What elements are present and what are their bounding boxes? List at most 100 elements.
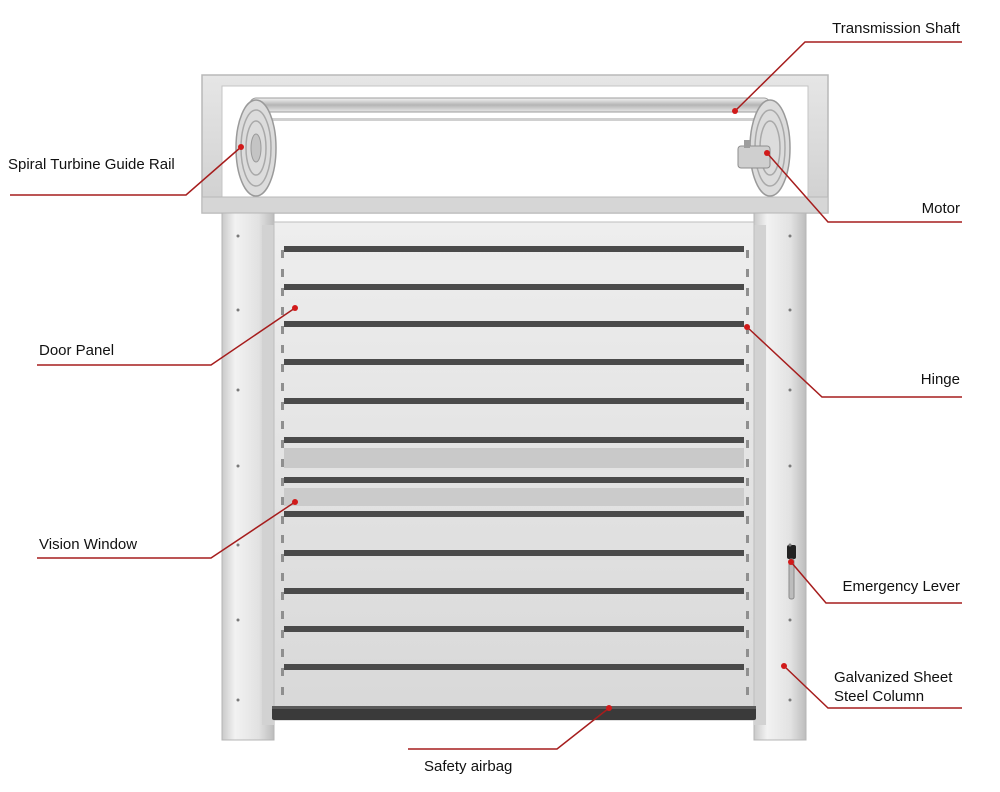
rivet [788, 464, 792, 468]
dot-galvanized-column [781, 663, 787, 669]
hinge-mark [746, 668, 749, 676]
hinge-mark [281, 364, 284, 372]
label-hinge: Hinge [920, 371, 960, 388]
rivet [236, 618, 240, 622]
hinge-mark [746, 364, 749, 372]
leader-hinge [746, 326, 962, 398]
door-panel [273, 221, 755, 721]
dot-vision-window [292, 499, 298, 505]
column-rivets [236, 234, 792, 702]
dot-emergency-lever [788, 559, 794, 565]
leader-vision-window [37, 501, 296, 559]
rivet [236, 388, 240, 392]
hinge-mark [746, 535, 749, 543]
dot-safety-airbag [606, 705, 612, 711]
hinge-mark [281, 649, 284, 657]
hinge-mark [281, 687, 284, 695]
label-door-panel: Door Panel [39, 342, 115, 359]
safety-airbag [272, 706, 756, 720]
rivet [788, 388, 792, 392]
rivet [236, 308, 240, 312]
hinge-mark [281, 440, 284, 448]
hinge-mark [281, 611, 284, 619]
dot-motor [764, 150, 770, 156]
hinge-mark [281, 421, 284, 429]
door-slat-line [284, 664, 744, 670]
hinge-mark [281, 554, 284, 562]
top-frame [201, 74, 829, 214]
spiral-turbine-guide-rail [235, 99, 277, 197]
rivet [788, 234, 792, 238]
dot-transmission-shaft [732, 108, 738, 114]
hinge-mark [746, 345, 749, 353]
hinge-mark [281, 345, 284, 353]
rivet [788, 618, 792, 622]
label-emergency-lever: Emergency Lever [842, 578, 960, 595]
door-slat-line [284, 477, 744, 483]
leader-galvanized-column [783, 665, 962, 709]
hinge-mark [281, 383, 284, 391]
hinge-mark [746, 383, 749, 391]
leader-motor [766, 152, 962, 223]
hinge-mark [746, 307, 749, 315]
hinge-mark [746, 630, 749, 638]
hinge-mark [281, 326, 284, 334]
hinge-mark [281, 592, 284, 600]
hinge-mark [281, 497, 284, 505]
hinge-mark [746, 402, 749, 410]
label-galvanized-line2: Steel Column [834, 688, 925, 705]
door-slat-line [284, 321, 744, 327]
hinge-mark [746, 478, 749, 486]
label-galvanized-sheet-steel-column: Galvanized Sheet Steel Column [834, 668, 952, 706]
leader-safety-airbag [408, 707, 610, 750]
leader-door-panel [37, 307, 296, 366]
hinge-mark [746, 440, 749, 448]
label-spiral-turbine-guide-rail: Spiral Turbine Guide Rail [8, 156, 175, 173]
hinge-mark [746, 516, 749, 524]
door-slat-line [284, 398, 744, 404]
hinges [281, 250, 749, 695]
hinge-mark [746, 573, 749, 581]
label-motor: Motor [921, 200, 960, 217]
leader-transmission-shaft [734, 41, 962, 112]
hinge-mark [281, 402, 284, 410]
hinge-mark [281, 250, 284, 258]
dot-hinge [744, 324, 750, 330]
leader-spiral-rail [10, 146, 242, 196]
hinge-mark [746, 288, 749, 296]
galvanized-sheet-steel-column [753, 212, 807, 741]
door-slat-line [284, 588, 744, 594]
label-safety-airbag: Safety airbag [424, 758, 513, 775]
hinge-mark [746, 250, 749, 258]
vision-window [284, 448, 744, 506]
door-slat-line [284, 359, 744, 365]
hinge-mark [746, 326, 749, 334]
door-slat-line [284, 246, 744, 252]
emergency-lever [787, 545, 796, 600]
hinge-mark [281, 269, 284, 277]
leader-lines [10, 41, 962, 750]
hinge-mark [281, 288, 284, 296]
hinge-mark [746, 687, 749, 695]
hinge-mark [746, 497, 749, 505]
door-slat-line [284, 284, 744, 290]
hinge-mark [746, 649, 749, 657]
rivet [236, 698, 240, 702]
hinge-mark [746, 592, 749, 600]
door-slat-line [284, 437, 744, 443]
rivet [236, 543, 240, 547]
dot-door-panel [292, 305, 298, 311]
hinge-mark [281, 668, 284, 676]
door-slat-line [284, 550, 744, 556]
leader-emergency-lever [790, 561, 962, 604]
hinge-mark [281, 630, 284, 638]
hinge-mark [746, 611, 749, 619]
rivet [788, 698, 792, 702]
leader-dots [238, 108, 794, 711]
hinge-mark [281, 307, 284, 315]
hinge-mark [746, 421, 749, 429]
hinge-mark [281, 478, 284, 486]
rivet [236, 464, 240, 468]
hinge-mark [746, 459, 749, 467]
